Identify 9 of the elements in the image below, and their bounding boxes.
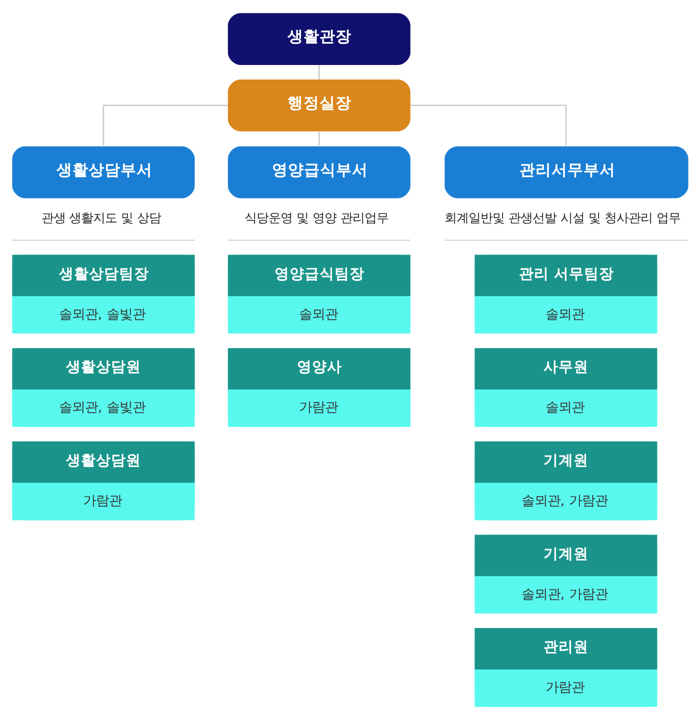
node-box: 행정실장	[228, 80, 410, 132]
node-label: 식당운영 및 영양 관리업무	[244, 210, 388, 226]
node-label: 관생 생활지도 및 상담	[41, 210, 162, 226]
connector	[102, 104, 228, 146]
node-box: 생활관장	[228, 13, 410, 65]
connector	[318, 132, 320, 146]
connector	[410, 104, 567, 146]
connector	[318, 65, 320, 80]
node-label: 회계일반및 관생선발 시설 및 청사관리 업무	[444, 210, 680, 226]
